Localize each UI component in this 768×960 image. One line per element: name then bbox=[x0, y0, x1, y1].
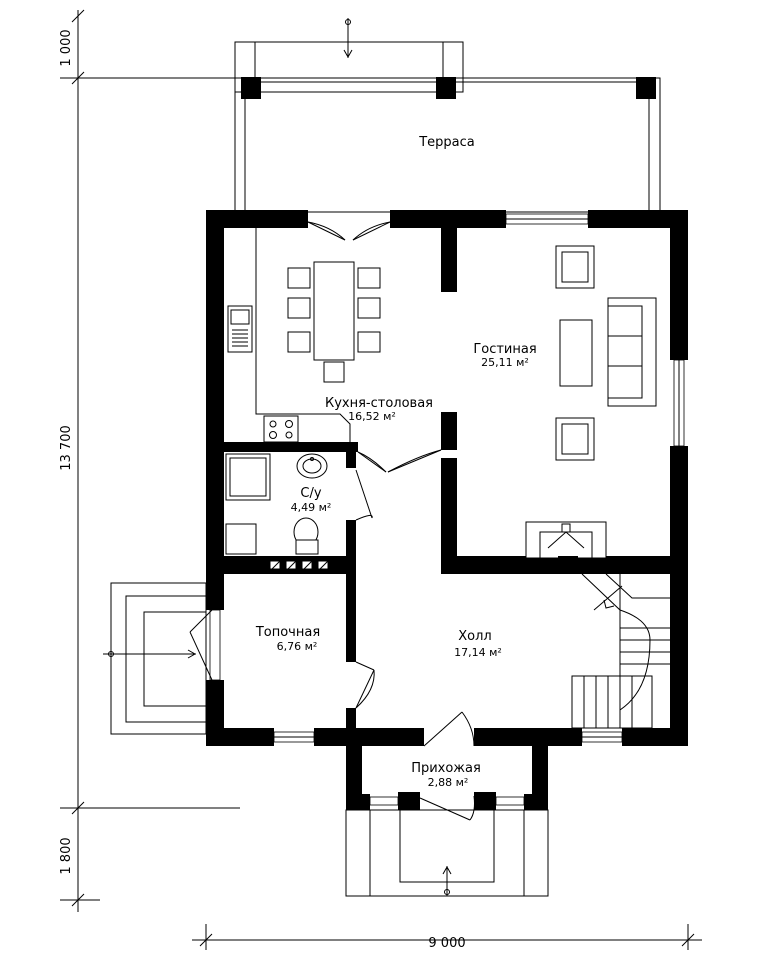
terrace-label: Терраса bbox=[418, 135, 475, 150]
bathroom-label: С/у bbox=[300, 486, 321, 501]
porch-depth-dimension: 1 800 bbox=[59, 837, 74, 874]
boiler-room-label: Топочная bbox=[255, 625, 320, 640]
house-width-dimension: 9 000 bbox=[428, 936, 465, 951]
living-room-furniture bbox=[525, 245, 657, 572]
bathroom-fixtures bbox=[225, 453, 373, 572]
entry-area: 2,88 м² bbox=[428, 776, 469, 789]
kitchen-area: 16,52 м² bbox=[348, 410, 396, 423]
bathroom-area: 4,49 м² bbox=[291, 501, 332, 514]
terrace-depth-dimension: 1 000 bbox=[59, 29, 74, 66]
room-labels: Терраса Гостиная 25,11 м² Кухня-столовая… bbox=[255, 135, 537, 789]
staircase bbox=[571, 573, 670, 729]
kitchen-furniture bbox=[227, 228, 381, 443]
terrace-door bbox=[307, 221, 391, 241]
living-room-area: 25,11 м² bbox=[481, 356, 529, 369]
side-porch bbox=[103, 582, 207, 735]
exterior-walls bbox=[206, 210, 688, 746]
hall-label: Холл bbox=[458, 629, 491, 644]
boiler-doors bbox=[189, 609, 375, 709]
kitchen-label: Кухня-столовая bbox=[325, 396, 433, 411]
house-depth-dimension: 13 700 bbox=[59, 425, 74, 471]
living-room-label: Гостиная bbox=[473, 342, 536, 357]
dimension-lines: 1 000 13 700 1 800 9 000 bbox=[59, 9, 702, 951]
boiler-room-area: 6,76 м² bbox=[277, 640, 318, 653]
kitchen-doors bbox=[357, 449, 442, 473]
windows bbox=[209, 213, 685, 743]
terrace bbox=[234, 18, 661, 213]
entry-label: Прихожая bbox=[411, 761, 481, 776]
hall-area: 17,14 м² bbox=[454, 646, 502, 659]
entry-porch bbox=[345, 711, 549, 897]
